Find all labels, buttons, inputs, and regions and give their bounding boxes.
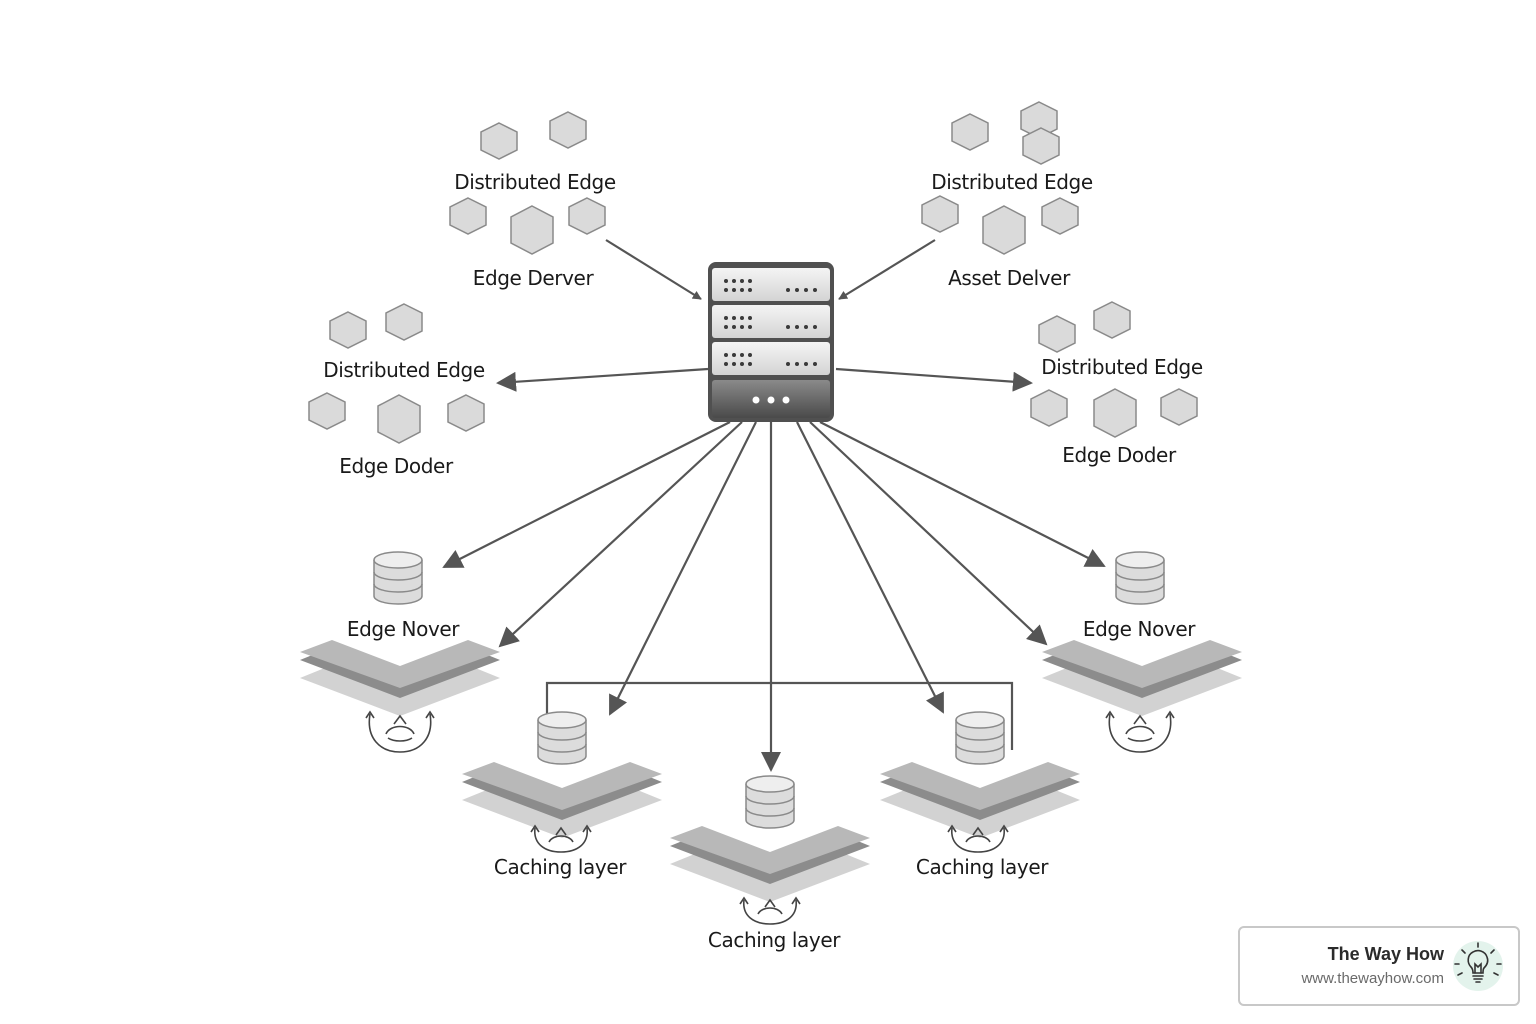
arrow-server-to-mid-left xyxy=(496,367,709,392)
label-top-left-server: Edge Derver xyxy=(473,266,595,290)
cycle-icon-cache-right xyxy=(947,824,1009,853)
label-lower-right-store: Edge Nover xyxy=(1083,617,1196,641)
brand-name: The Way How xyxy=(1327,944,1444,964)
arrow-top-left-to-server xyxy=(605,239,702,300)
label-top-right-server: Asset Delver xyxy=(948,266,1071,290)
layer-stack-cache-center xyxy=(670,826,870,902)
central-server-icon xyxy=(708,262,834,422)
arrow-top-right-to-server xyxy=(838,239,936,300)
label-top-left-group: Distributed Edge xyxy=(454,170,616,194)
arrow-server-to-cache-left xyxy=(609,421,757,716)
cycle-icon-right xyxy=(1105,710,1175,753)
arrow-server-to-edge-nover-right xyxy=(819,421,1106,567)
lightbulb-icon xyxy=(1453,941,1503,991)
cycle-icon-left xyxy=(365,710,435,753)
cache-bracket-connector xyxy=(545,681,1014,750)
layer-stack-left xyxy=(300,640,500,716)
layer-stack-right xyxy=(1042,640,1242,716)
connector-arrows xyxy=(442,239,1106,772)
label-lower-left-store: Edge Nover xyxy=(347,617,460,641)
arrow-server-to-layer-left xyxy=(498,421,743,648)
cycle-icon-cache-left xyxy=(530,824,592,853)
arrow-server-to-layer-right xyxy=(809,421,1048,646)
arrow-server-to-mid-right xyxy=(835,367,1033,392)
label-mid-left-node: Edge Doder xyxy=(339,454,454,478)
label-cache-right: Caching layer xyxy=(916,855,1049,879)
layer-stack-cache-right xyxy=(880,762,1080,838)
label-cache-center: Caching layer xyxy=(708,928,841,952)
brand-url: www.thewayhow.com xyxy=(1301,970,1444,987)
label-top-right-group: Distributed Edge xyxy=(931,170,1093,194)
hexagon-cluster-mid-left xyxy=(308,303,485,444)
label-cache-left: Caching layer xyxy=(494,855,627,879)
database-icon-cache-right xyxy=(955,711,1005,765)
arrow-server-to-cache-right xyxy=(796,421,944,714)
cycle-icon-cache-center xyxy=(739,896,801,925)
database-icon-left xyxy=(373,551,423,605)
layer-stack-cache-left xyxy=(462,762,662,838)
hexagon-cluster-top-left xyxy=(449,111,606,255)
arrow-server-to-edge-nover-left xyxy=(442,421,731,568)
database-icon-right xyxy=(1115,551,1165,605)
hexagon-cluster-top-right xyxy=(921,101,1079,255)
label-mid-left-group: Distributed Edge xyxy=(323,358,485,382)
label-mid-right-group: Distributed Edge xyxy=(1041,355,1203,379)
brand-badge: The Way How www.thewayhow.com xyxy=(1238,926,1520,1006)
hexagon-cluster-mid-right xyxy=(1030,301,1198,438)
label-mid-right-node: Edge Doder xyxy=(1062,443,1177,467)
database-icon-cache-center xyxy=(745,775,795,829)
database-icon-cache-left xyxy=(537,711,587,765)
